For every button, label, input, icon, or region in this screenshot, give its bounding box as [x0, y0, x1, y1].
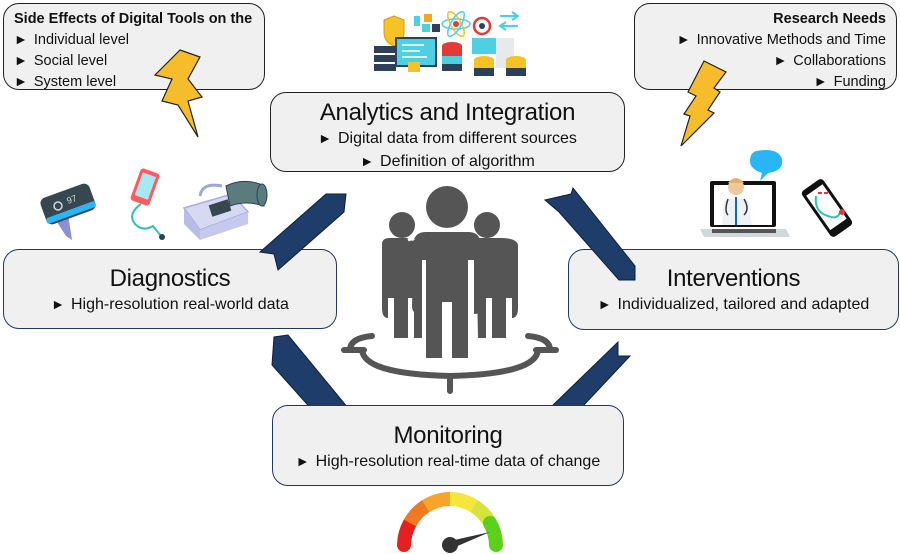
lightning-bolt-left-icon: [153, 49, 204, 138]
analytics-item: ►Digital data from different sources: [271, 127, 624, 150]
monitoring-item: ►High-resolution real-time data of chang…: [273, 450, 623, 473]
smartphone-health-app-icon: [801, 179, 853, 237]
side-effects-heading: Side Effects of Digital Tools on the: [14, 11, 253, 27]
oximeter-reading: 97: [65, 193, 78, 206]
research-needs-item: ►Innovative Methods and Time: [676, 31, 886, 48]
gauge-segment-red: [397, 516, 417, 552]
bullet-icon: ►: [360, 153, 375, 169]
research-needs-item: ►Collaborations: [773, 52, 886, 69]
diagnostics-title: Diagnostics: [109, 265, 231, 292]
gauge-hub: [442, 537, 458, 553]
smartphone-stethoscope-icon: [130, 168, 165, 240]
side-effects-item: ►Social level: [14, 52, 108, 69]
bullet-icon: ►: [773, 52, 788, 68]
bullet-icon: ►: [318, 130, 332, 146]
side-effects-item: ►System level: [14, 73, 117, 90]
analytics-item: ►Definition of algorithm: [271, 150, 624, 173]
people-group-icon: [341, 186, 559, 394]
side-effects-item: ►Individual level: [14, 31, 129, 48]
gauge-segment-amber: [422, 492, 451, 513]
interventions-title: Interventions: [666, 265, 801, 292]
diagnostics-item: ►High-resolution real-world data: [4, 293, 336, 316]
research-needs-box: Research Needs ►Innovative Methods and T…: [634, 3, 897, 90]
bullet-icon: ►: [14, 73, 28, 89]
bullet-icon: ►: [813, 73, 828, 89]
bullet-icon: ►: [295, 453, 310, 469]
data-analytics-illustration-icon: [374, 10, 526, 76]
bullet-icon: ►: [597, 296, 612, 312]
lightning-bolt-right-icon: [680, 60, 727, 147]
research-needs-item: ►Funding: [813, 73, 886, 90]
blood-pressure-monitor-icon: [182, 180, 268, 240]
analytics-integration-box: Analytics and Integration ►Digital data …: [270, 92, 625, 172]
arrow-diagnostics-to-analytics: [258, 193, 347, 271]
analytics-title: Analytics and Integration: [319, 99, 576, 126]
gauge-needle: [448, 532, 490, 549]
gauge-meter-icon: [397, 492, 503, 553]
bullet-icon: ►: [676, 31, 691, 47]
telemedicine-laptop-icon: [700, 150, 790, 237]
bullet-icon: ►: [14, 52, 28, 68]
side-effects-box: Side Effects of Digital Tools on the ►In…: [3, 3, 265, 90]
monitoring-box: Monitoring ►High-resolution real-time da…: [272, 405, 624, 486]
interventions-item: ►Individualized, tailored and adapted: [569, 293, 898, 316]
research-needs-heading: Research Needs: [773, 11, 886, 27]
bullet-icon: ►: [14, 31, 28, 47]
arrow-analytics-to-interventions: [543, 186, 636, 281]
gauge-segment-orange: [403, 500, 430, 527]
monitoring-title: Monitoring: [393, 422, 503, 449]
pulse-oximeter-icon: 97: [40, 183, 96, 240]
gauge-segment-green: [483, 516, 503, 552]
bullet-icon: ►: [51, 296, 65, 312]
gauge-segment-yellow: [449, 492, 478, 513]
